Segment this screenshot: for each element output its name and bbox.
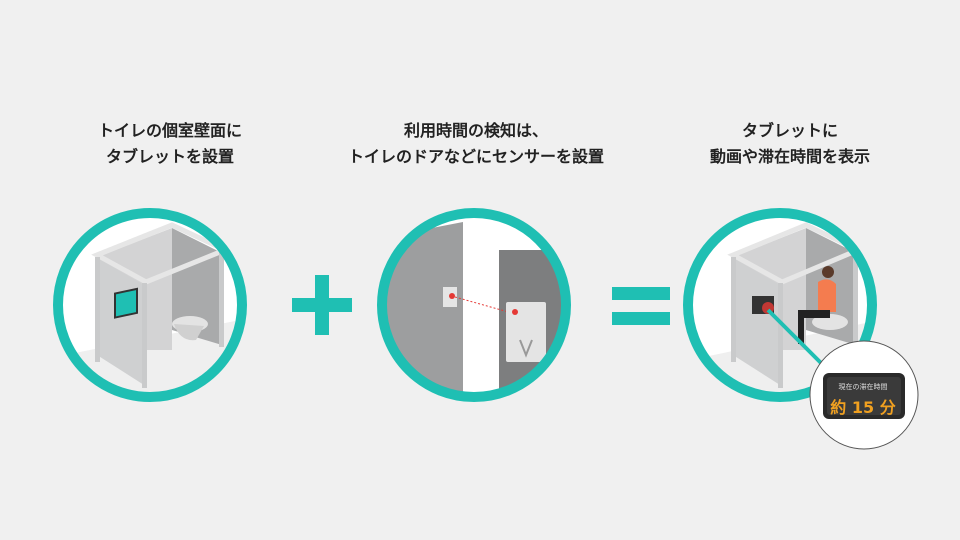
sensor-dot-icon — [449, 293, 455, 299]
step-3-caption: タブレットに 動画や滞在時間を表示 — [630, 118, 950, 170]
caption-line: トイレのドアなどにセンサーを設置 — [347, 147, 604, 166]
tablet-stay-time: 約 15 分 — [830, 398, 896, 417]
equals-icon — [612, 287, 670, 325]
caption-line: タブレットに — [741, 121, 838, 140]
booth-occupied-illustration — [683, 208, 877, 402]
caption-line: タブレットを設置 — [105, 147, 234, 166]
tablet-stay-title: 現在の滞在時間 — [838, 383, 888, 391]
caption-line: 動画や滞在時間を表示 — [709, 147, 870, 166]
tablet-zoom-callout — [809, 340, 919, 450]
step-2-caption: 利用時間の検知は、 トイレのドアなどにセンサーを設置 — [316, 118, 636, 170]
step-1-caption: トイレの個室壁面に タブレットを設置 — [10, 118, 330, 170]
tablet-icon — [116, 290, 136, 317]
booth-tablet-illustration — [53, 208, 247, 402]
caption-line: 利用時間の検知は、 — [403, 121, 548, 140]
person-icon — [822, 266, 834, 278]
door-sensor-illustration — [377, 208, 571, 402]
plus-icon — [292, 275, 352, 335]
callout-line — [766, 308, 832, 374]
caption-line: トイレの個室壁面に — [97, 121, 242, 140]
